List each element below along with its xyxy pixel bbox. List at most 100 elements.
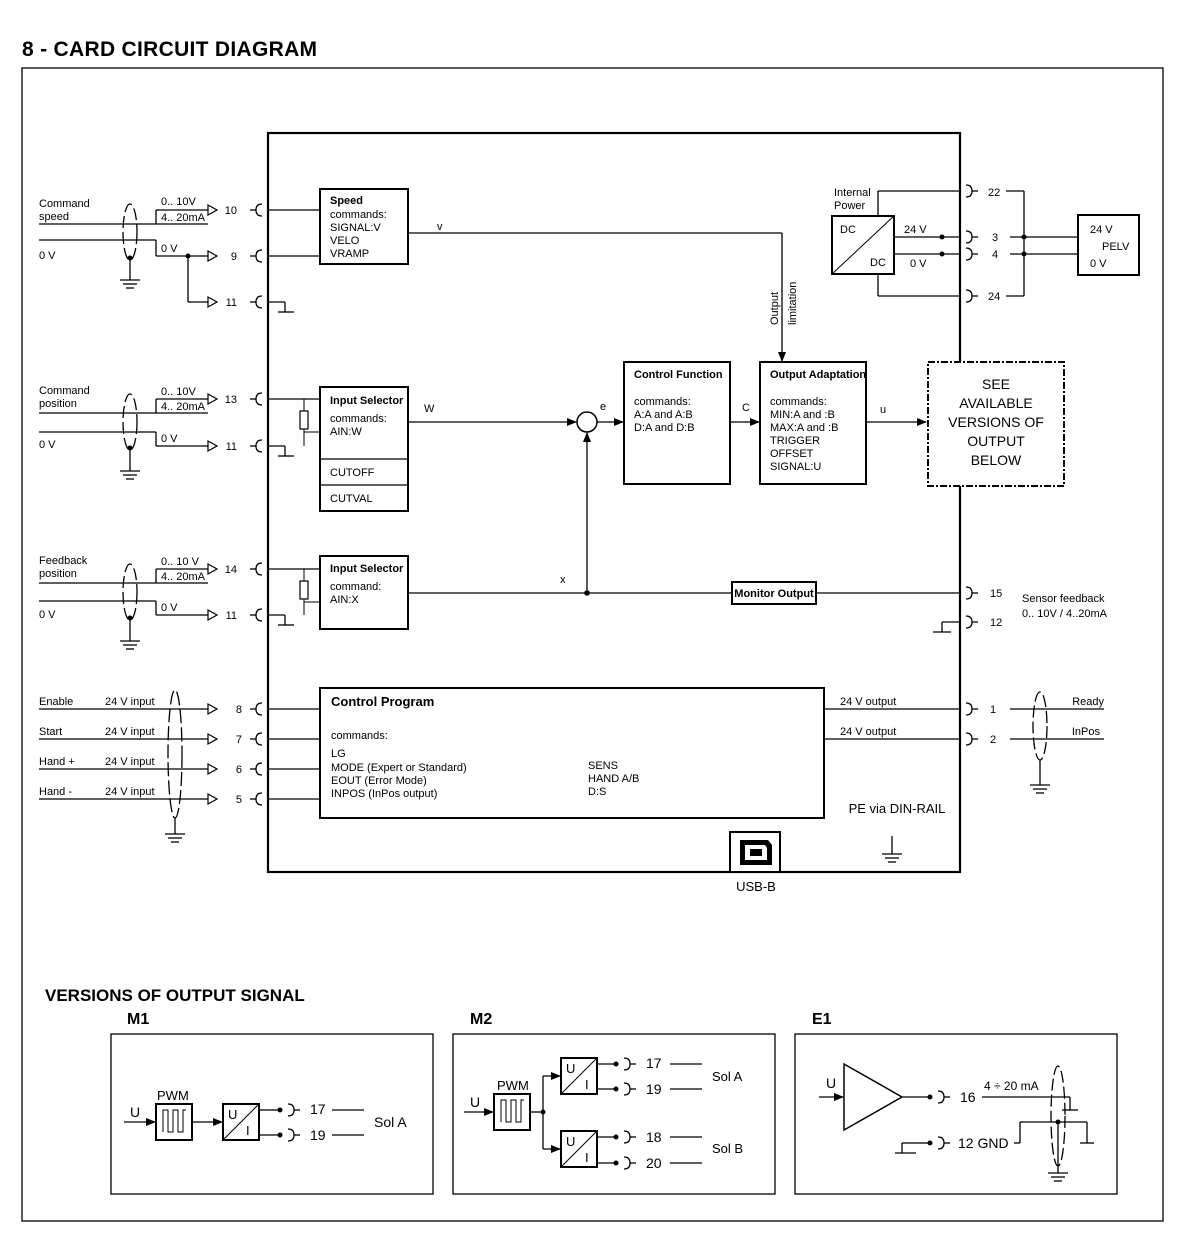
position-range-voltage: 0.. 10V [161, 386, 197, 398]
control-program-right-2: HAND A/B [588, 773, 639, 785]
m2-vi-a-u: U [566, 1061, 575, 1076]
pin-8: 8 [236, 704, 242, 716]
input-start-name: Start [39, 726, 62, 738]
speed-block-line-4: VRAMP [330, 248, 369, 260]
speed-range-current: 4.. 20mA [161, 212, 206, 224]
input-selector-x-line-1: command: [330, 581, 381, 593]
see-versions-line-5: BELOW [971, 452, 1022, 468]
output-adaptation-line-1: commands: [770, 396, 827, 408]
feedback-range-current: 4.. 20mA [161, 571, 206, 583]
internal-power-label-2: Power [834, 200, 866, 212]
pelv-label: PELV [1102, 241, 1130, 253]
m2-sol-b: Sol B [712, 1141, 743, 1156]
input-enable-name: Enable [39, 696, 73, 708]
m2-pin-20: 20 [646, 1155, 662, 1171]
m1-title: M1 [127, 1011, 149, 1028]
output-adaptation-title: Output Adaptation [770, 369, 866, 381]
m1-pwm-label: PWM [157, 1088, 189, 1103]
pin-10: 10 [225, 205, 237, 217]
m2-pin-19: 19 [646, 1081, 662, 1097]
pin-6: 6 [236, 764, 242, 776]
feedback-range-voltage: 0.. 10 V [161, 556, 200, 568]
pelv-0v: 0 V [1090, 258, 1107, 270]
pin-3: 3 [992, 232, 998, 244]
version-m2: M2 U PWM U I U I 17 19 18 20 [452, 1011, 776, 1195]
control-function-block: Control Function commands: A:A and A:B D… [623, 361, 760, 485]
pin-15: 15 [990, 588, 1002, 600]
page-title: 8 - CARD CIRCUIT DIAGRAM [22, 38, 318, 61]
input-selector-x-title: Input Selector [330, 563, 404, 575]
e1-pin-12-gnd: 12 GND [958, 1135, 1009, 1151]
speed-range-voltage: 0.. 10V [161, 196, 197, 208]
pin-7: 7 [236, 734, 242, 746]
speed-zero-left: 0 V [39, 250, 56, 262]
see-versions-box: SEE AVAILABLE VERSIONS OF OUTPUT BELOW [927, 361, 1065, 487]
input-hand-minus-name: Hand - [39, 786, 72, 798]
m2-title: M2 [470, 1011, 492, 1028]
usb-b-port: USB-B [729, 831, 781, 894]
e1-u-label: U [826, 1075, 836, 1091]
pin-2: 2 [990, 734, 996, 746]
input-selector-w-title: Input Selector [330, 395, 404, 407]
input-selector-w-line-1: commands: [330, 413, 387, 425]
speed-block-line-2: SIGNAL:V [330, 222, 381, 234]
e1-range: 4 ÷ 20 mA [984, 1079, 1039, 1093]
monitor-output-title: Monitor Output [734, 588, 814, 600]
speed-zero-right: 0 V [161, 243, 178, 255]
control-program-block: Control Program commands: LG MODE (Exper… [268, 687, 1105, 819]
m1-vi-i: I [246, 1123, 250, 1138]
input-hand-plus-type: 24 V input [105, 756, 155, 768]
feedback-zero-left: 0 V [39, 609, 56, 621]
sensor-feedback-label-1: Sensor feedback [1022, 593, 1105, 605]
pe-label: PE via DIN-RAIL [849, 801, 946, 816]
control-function-line-1: commands: [634, 396, 691, 408]
e1-title: E1 [812, 1011, 832, 1028]
m2-vi-b-i: I [585, 1150, 589, 1165]
command-position-label-1: Command [39, 385, 90, 397]
output-adaptation-line-6: SIGNAL:U [770, 461, 821, 473]
control-program-right-3: D:S [588, 786, 606, 798]
control-program-commands-label: commands: [331, 730, 388, 742]
versions-title: VERSIONS OF OUTPUT SIGNAL [45, 986, 305, 1005]
input-hand-plus-name: Hand + [39, 756, 75, 768]
control-function-line-3: D:A and D:B [634, 422, 695, 434]
input-selector-x-line-2: AIN:X [330, 594, 359, 606]
monitor-output-block: Monitor Output 15 Sensor feedback 0.. 10… [731, 581, 1108, 633]
internal-power-supply: Internal Power DC DC 24 V 0 V 22 3 4 24 … [831, 184, 1140, 303]
control-function-line-2: A:A and A:B [634, 409, 693, 421]
outer-frame [21, 67, 1164, 1222]
position-zero-left: 0 V [39, 439, 56, 451]
control-program-left-3: EOUT (Error Mode) [331, 775, 427, 787]
digital-inputs: Enable 24 V input 8 Start 24 V input 7 H… [39, 689, 263, 843]
power-24v: 24 V [904, 224, 927, 236]
pin-11-b: 11 [226, 441, 237, 453]
position-range-current: 4.. 20mA [161, 401, 206, 413]
pin-11-a: 11 [226, 297, 237, 309]
m1-pin-17: 17 [310, 1101, 326, 1117]
output-ready-name: Ready [1072, 696, 1104, 708]
control-function-title: Control Function [634, 369, 723, 381]
e1-pin-16: 16 [960, 1089, 976, 1105]
input-start-type: 24 V input [105, 726, 155, 738]
signal-v: v [437, 221, 443, 233]
pin-24: 24 [988, 291, 1000, 303]
m2-pin-17: 17 [646, 1055, 662, 1071]
usb-label: USB-B [736, 879, 776, 894]
m2-sol-a: Sol A [712, 1069, 743, 1084]
feedback-position-label-1: Feedback [39, 555, 88, 567]
pin-9: 9 [231, 251, 237, 263]
output-adaptation-line-4: TRIGGER [770, 435, 820, 447]
card-boundary [266, 131, 962, 874]
signal-e: e [600, 401, 606, 413]
pin-5: 5 [236, 794, 242, 806]
m2-vi-a-i: I [585, 1077, 589, 1092]
summing-junction: e [576, 401, 624, 593]
version-e1: E1 U 16 4 ÷ 20 mA 12 GND [794, 1011, 1118, 1195]
output-limitation-label-2: limitation [787, 282, 799, 325]
command-position-input: Command position 0.. 10V 4.. 20mA 0 V 0 … [39, 385, 294, 480]
output-adaptation-line-5: OFFSET [770, 448, 814, 460]
pin-14: 14 [225, 564, 237, 576]
signal-x: x [560, 574, 566, 586]
pin-1: 1 [990, 704, 996, 716]
speed-block: Speed commands: SIGNAL:V VELO VRAMP v Ou… [268, 188, 799, 362]
